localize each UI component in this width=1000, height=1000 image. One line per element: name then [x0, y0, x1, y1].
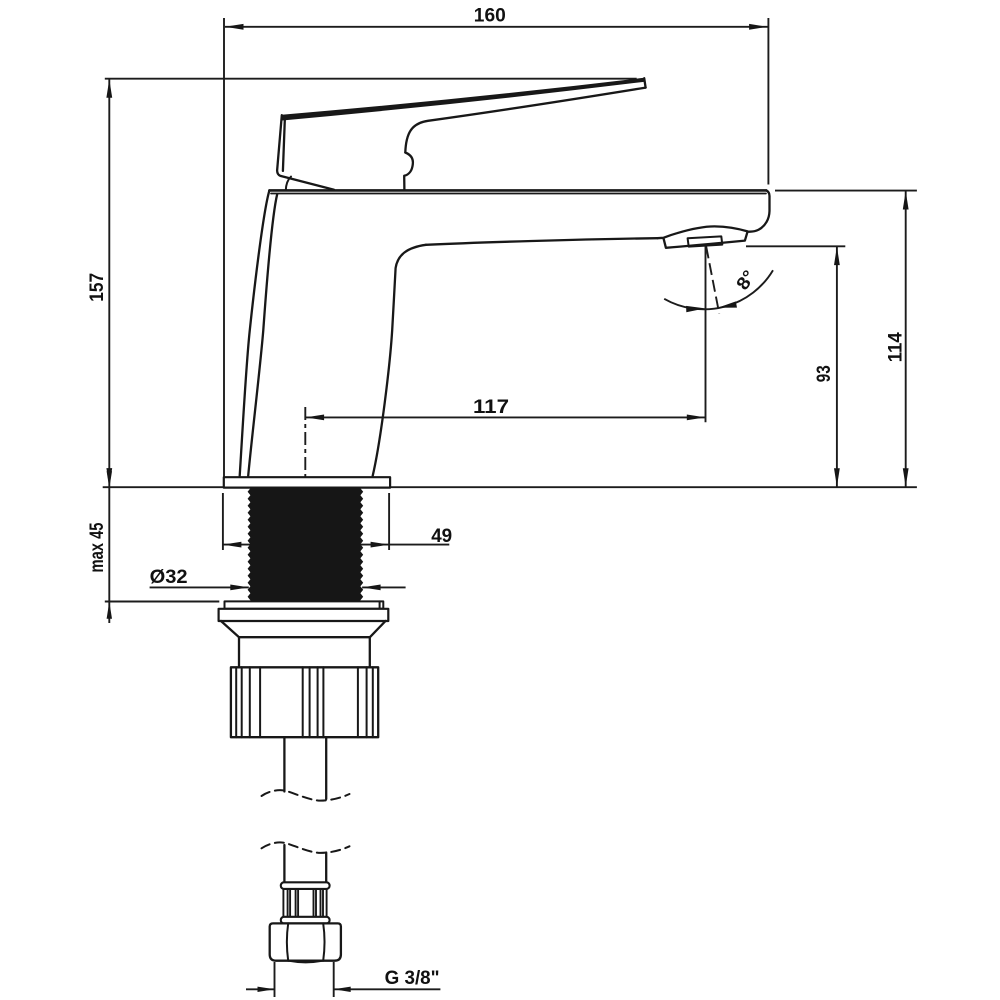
- svg-text:Ø32: Ø32: [150, 567, 188, 588]
- svg-text:157: 157: [87, 273, 108, 302]
- svg-text:max 45: max 45: [87, 522, 108, 572]
- svg-text:G 3/8": G 3/8": [385, 967, 440, 989]
- svg-text:49: 49: [431, 526, 452, 547]
- svg-text:114: 114: [885, 332, 906, 362]
- svg-text:160: 160: [474, 5, 506, 26]
- svg-text:117: 117: [473, 397, 509, 418]
- svg-text:93: 93: [814, 365, 835, 382]
